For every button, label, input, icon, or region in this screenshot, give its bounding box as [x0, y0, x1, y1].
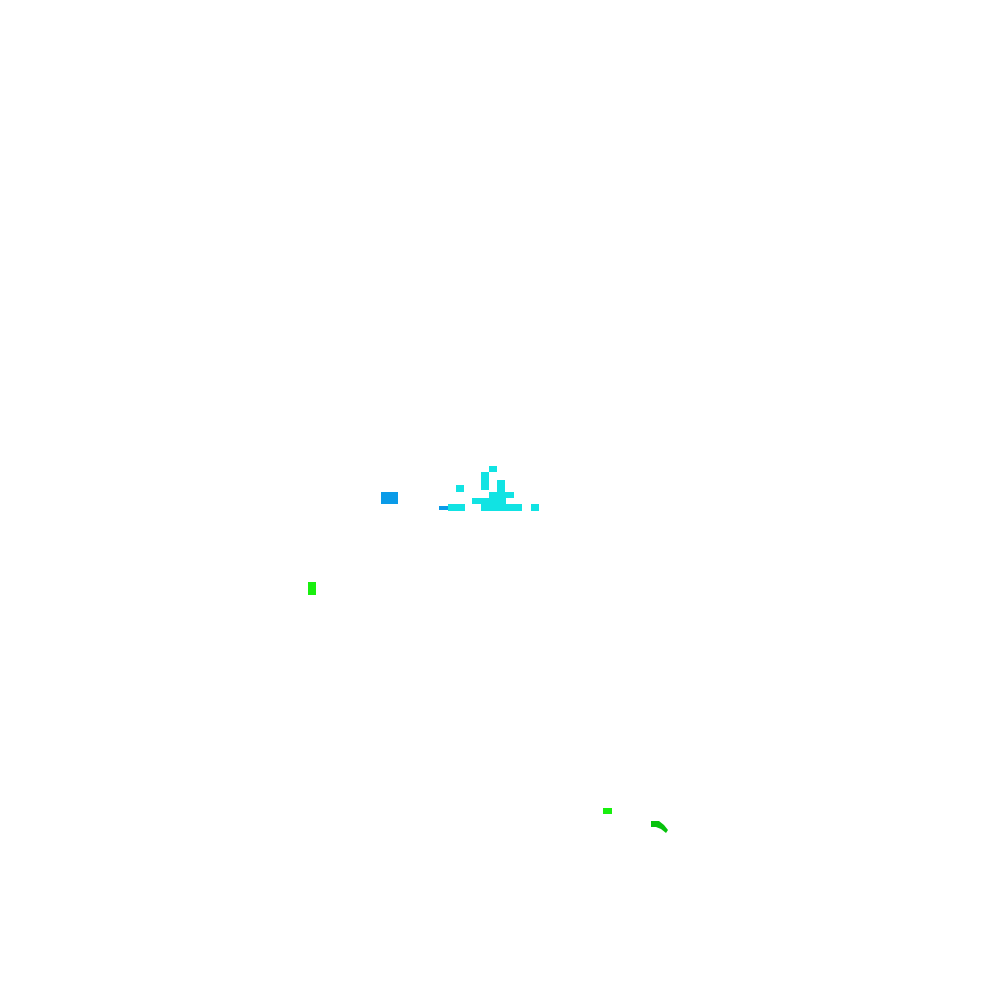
green-hook-mark: [651, 821, 668, 833]
blue-dash: [439, 506, 448, 510]
cyan-pixel: [472, 498, 506, 504]
green-marker-left: [308, 582, 316, 595]
cyan-pixel: [481, 472, 489, 480]
blue-square: [381, 492, 398, 504]
cyan-pixel: [489, 492, 514, 498]
cyan-pixel: [448, 504, 465, 511]
cyan-pixel: [531, 504, 539, 511]
cyan-pixel: [456, 485, 464, 492]
cyan-pixel: [489, 466, 497, 472]
cyan-pixel: [481, 504, 522, 511]
green-marker-small: [603, 808, 612, 814]
cyan-pixel: [481, 480, 489, 490]
cyan-pixel: [497, 480, 505, 492]
